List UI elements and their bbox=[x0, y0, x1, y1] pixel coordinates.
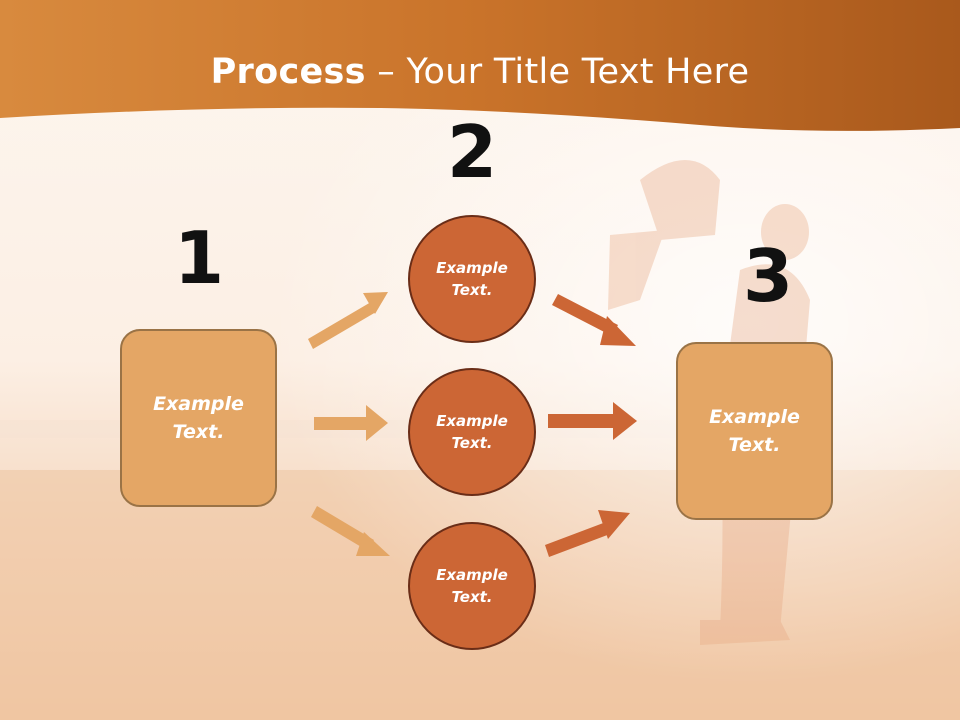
circle-top: Example Text. bbox=[408, 215, 536, 343]
circle-middle: Example Text. bbox=[408, 368, 536, 496]
right-box: Example Text. bbox=[676, 342, 833, 520]
left-box: Example Text. bbox=[120, 329, 277, 507]
step-number-1: 1 bbox=[173, 216, 225, 300]
step-number-3: 3 bbox=[742, 234, 794, 318]
slide-title: Process – Your Title Text Here bbox=[0, 52, 960, 92]
circle-bottom: Example Text. bbox=[408, 522, 536, 650]
circle-middle-text: Example Text. bbox=[436, 411, 508, 453]
left-box-text: Example Text. bbox=[153, 392, 244, 444]
right-box-text: Example Text. bbox=[709, 405, 800, 457]
title-rest: – Your Title Text Here bbox=[365, 52, 750, 92]
header-band bbox=[0, 0, 960, 131]
circle-bottom-text: Example Text. bbox=[436, 565, 508, 607]
step-number-2: 2 bbox=[446, 110, 498, 194]
circle-top-text: Example Text. bbox=[436, 258, 508, 300]
title-bold: Process bbox=[210, 52, 366, 92]
